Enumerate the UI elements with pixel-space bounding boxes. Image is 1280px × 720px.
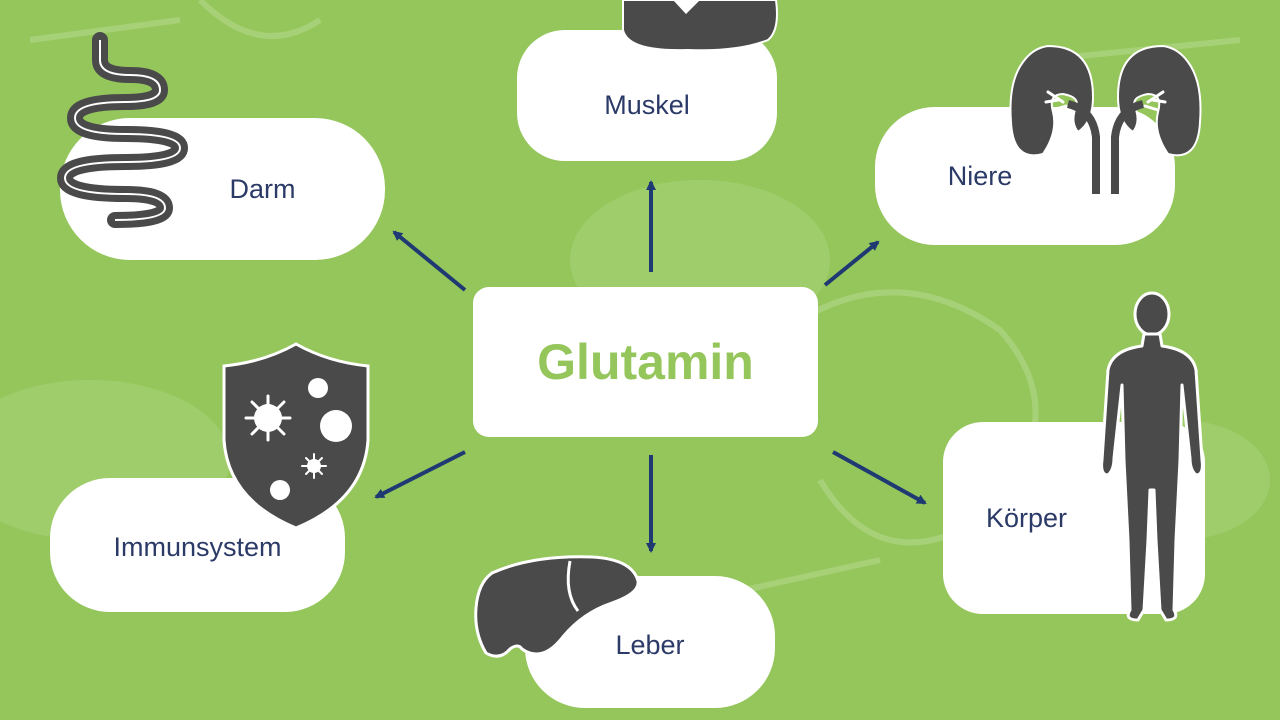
muscle-icon [622, 0, 778, 52]
shield-virus-icon [222, 342, 370, 530]
arrow-to-darm [392, 230, 467, 292]
node-label-leber: Leber [615, 629, 685, 660]
arrow-to-koerper [832, 450, 927, 505]
node-label-immunsystem: Immunsystem [113, 531, 282, 562]
liver-icon [474, 555, 640, 658]
intestine-icon [57, 32, 188, 228]
arrow-to-niere [823, 240, 880, 287]
node-muskel: Muskel [517, 30, 777, 161]
node-label-niere: Niere [947, 160, 1013, 191]
human-body-icon [1100, 291, 1204, 622]
node-label-darm: Darm [229, 173, 296, 204]
arrow-to-immunsystem [374, 450, 466, 499]
center-label: Glutamin [537, 334, 754, 390]
node-label-muskel: Muskel [604, 90, 690, 120]
node-label-koerper: Körper [985, 502, 1068, 533]
glutamin-center-box: Glutamin [473, 287, 818, 437]
kidneys-icon [1009, 44, 1202, 194]
